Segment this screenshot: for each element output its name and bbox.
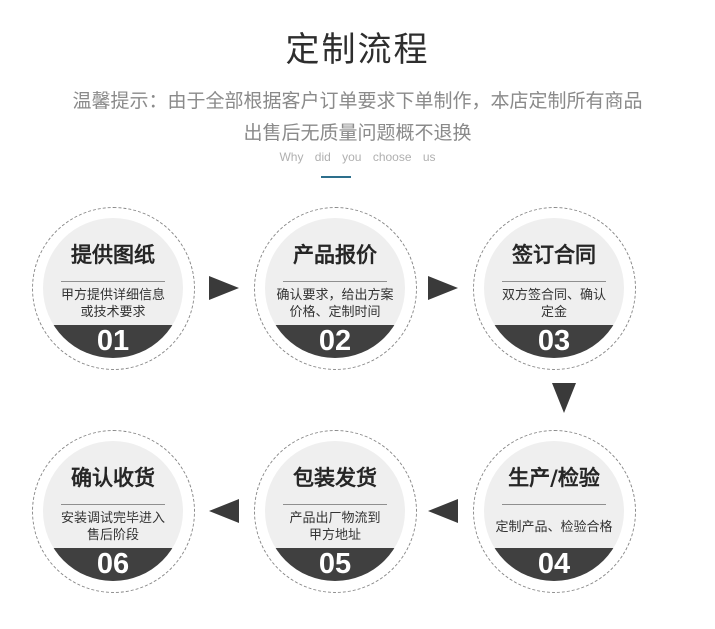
step-number-band: 04: [484, 548, 624, 581]
step-description: 安装调试完毕进入 售后阶段: [60, 511, 165, 543]
step-description: 确认要求，给出方案 价格、定制时间: [276, 288, 394, 320]
step-5: 包装发货 产品出厂物流到 甲方地址 05: [254, 430, 417, 593]
notice-line-2: 出售后无质量问题概不退换: [243, 122, 472, 144]
step-number: 06: [96, 548, 130, 580]
step-title: 签订合同: [512, 243, 596, 267]
step-number-band: 02: [265, 325, 405, 358]
step-title: 生产/检验: [508, 466, 600, 490]
arrow-right-icon: [428, 276, 458, 300]
step-divider: [61, 281, 165, 282]
english-subtitle: Why did you choose us: [279, 150, 436, 164]
step-disc: 提供图纸 甲方提供详细信息 或技术要求 01: [43, 218, 183, 358]
step-number: 04: [537, 548, 571, 580]
step-disc: 包装发货 产品出厂物流到 甲方地址 05: [265, 441, 405, 581]
step-divider: [502, 504, 606, 505]
arrow-right-icon: [209, 276, 239, 300]
step-disc: 签订合同 双方签合同、确认 定金 03: [484, 218, 624, 358]
step-number: 02: [318, 325, 352, 357]
step-description: 甲方提供详细信息 或技术要求: [60, 288, 165, 320]
arrow-left-icon: [209, 499, 239, 523]
step-disc: 确认收货 安装调试完毕进入 售后阶段 06: [43, 441, 183, 581]
step-number: 03: [537, 325, 571, 357]
arrow-left-icon: [428, 499, 458, 523]
step-description: 产品出厂物流到 甲方地址: [289, 511, 381, 543]
step-title: 产品报价: [293, 243, 377, 267]
step-divider: [283, 281, 387, 282]
step-description: 双方签合同、确认 定金: [501, 288, 606, 320]
step-2: 产品报价 确认要求，给出方案 价格、定制时间 02: [254, 207, 417, 370]
step-6: 确认收货 安装调试完毕进入 售后阶段 06: [32, 430, 195, 593]
step-number: 05: [318, 548, 352, 580]
step-title: 确认收货: [71, 466, 155, 490]
step-number-band: 03: [484, 325, 624, 358]
page-title: 定制流程: [285, 30, 430, 70]
step-3: 签订合同 双方签合同、确认 定金 03: [473, 207, 636, 370]
step-divider: [61, 504, 165, 505]
step-description: 定制产品、检验合格: [495, 520, 613, 535]
step-divider: [502, 281, 606, 282]
arrow-down-icon: [552, 383, 576, 413]
step-number-band: 05: [265, 548, 405, 581]
step-title: 包装发货: [293, 466, 377, 490]
step-number-band: 06: [43, 548, 183, 581]
step-disc: 生产/检验 定制产品、检验合格 04: [484, 441, 624, 581]
step-disc: 产品报价 确认要求，给出方案 价格、定制时间 02: [265, 218, 405, 358]
step-title: 提供图纸: [71, 243, 155, 267]
notice-line-1: 温馨提示：由于全部根据客户订单要求下单制作，本店定制所有商品: [72, 90, 643, 112]
title-underline: [321, 176, 351, 178]
step-divider: [283, 504, 387, 505]
step-4: 生产/检验 定制产品、检验合格 04: [473, 430, 636, 593]
step-number: 01: [96, 325, 130, 357]
step-1: 提供图纸 甲方提供详细信息 或技术要求 01: [32, 207, 195, 370]
step-number-band: 01: [43, 325, 183, 358]
